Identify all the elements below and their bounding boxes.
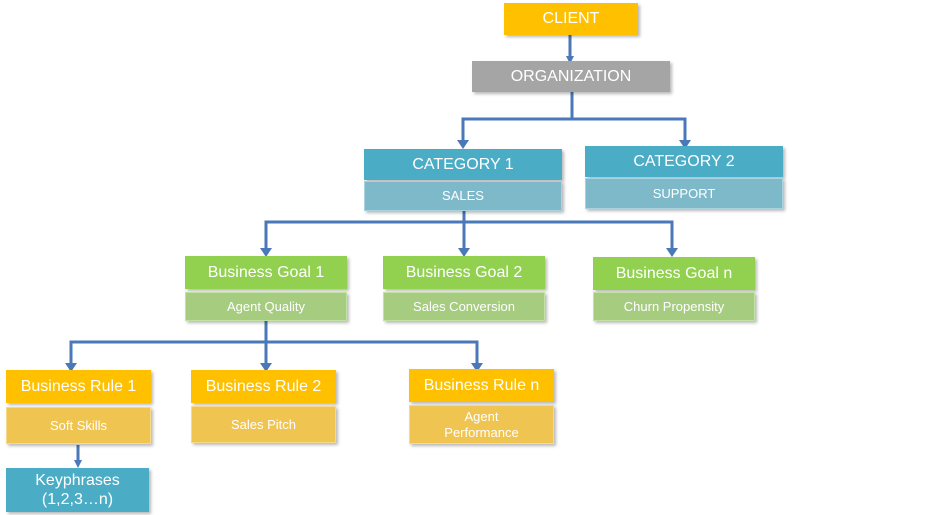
goal-2-sub: Sales Conversion bbox=[383, 292, 545, 321]
connector-goal1-rules bbox=[69, 321, 479, 366]
connector-org-categories bbox=[461, 92, 687, 143]
connector-cat1-goals bbox=[264, 211, 674, 251]
goal-2-title: Business Goal 2 bbox=[383, 256, 545, 289]
client-box: CLIENT bbox=[504, 3, 638, 35]
category-1-title: CATEGORY 1 bbox=[364, 149, 562, 180]
rule-2-sub: Sales Pitch bbox=[191, 406, 336, 443]
goal-n-sub: Churn Propensity bbox=[593, 292, 755, 321]
rule-1-sub: Soft Skills bbox=[6, 407, 151, 444]
category-1-sub: SALES bbox=[364, 181, 562, 211]
keyphrases-box: Keyphrases (1,2,3…n) bbox=[6, 468, 149, 512]
goal-n-title: Business Goal n bbox=[593, 257, 755, 290]
goal-1-sub: Agent Quality bbox=[185, 292, 347, 321]
rule-n-title: Business Rule n bbox=[409, 369, 554, 402]
rule-2-title: Business Rule 2 bbox=[191, 370, 336, 403]
rule-n-sub: Agent Performance bbox=[409, 405, 554, 444]
organization-box: ORGANIZATION bbox=[472, 61, 670, 92]
category-2-sub: SUPPORT bbox=[585, 178, 783, 209]
rule-1-title: Business Rule 1 bbox=[6, 370, 151, 403]
category-2-title: CATEGORY 2 bbox=[585, 146, 783, 177]
goal-1-title: Business Goal 1 bbox=[185, 256, 347, 289]
